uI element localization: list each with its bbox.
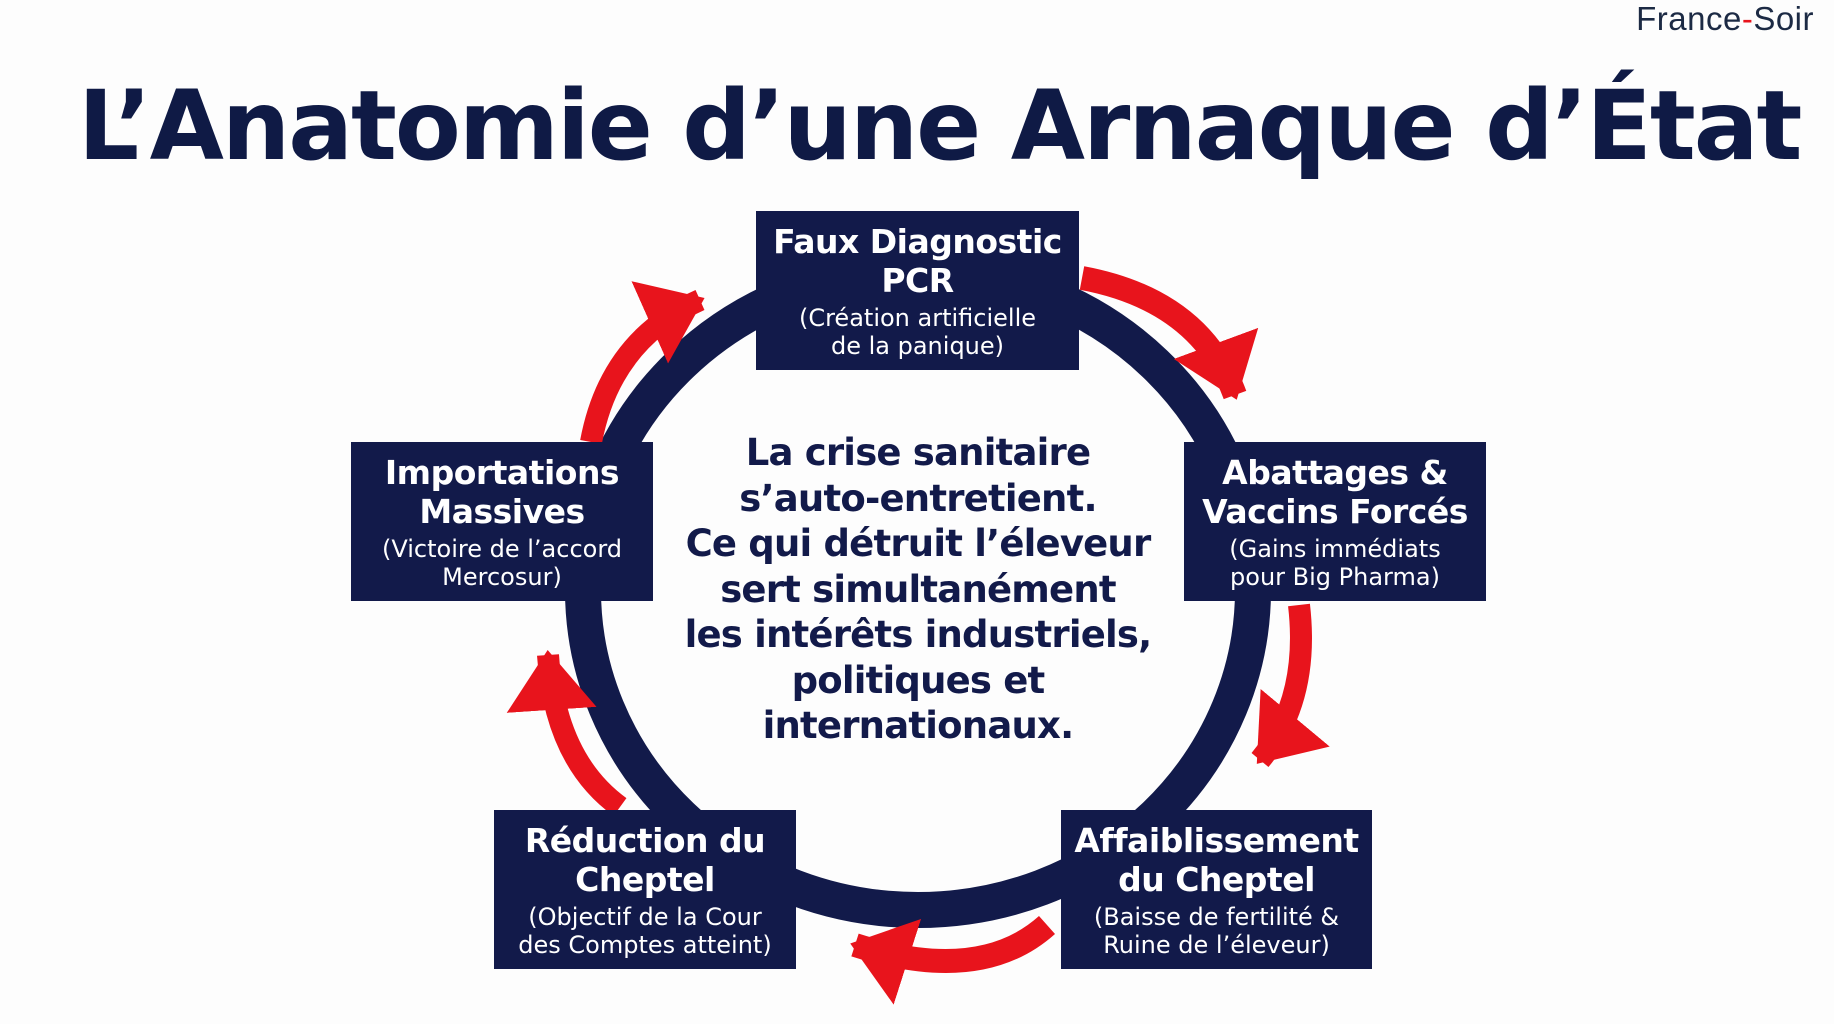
center-line: sert simultanément (720, 567, 1116, 611)
center-line: Ce qui détruit l’éleveur (685, 522, 1152, 565)
step-title: PCR (881, 260, 954, 300)
step-title: Abattages & (1222, 452, 1448, 492)
cycle-arrow-5 (580, 281, 705, 445)
step-title: Vaccins Forcés (1202, 491, 1468, 531)
brand-name-part: Soir (1753, 0, 1814, 37)
step-subtitle: des Comptes atteint) (518, 930, 772, 959)
page-title: L’Anatomie d’une Arnaque d’État (78, 70, 1802, 182)
cycle-step-abattages: Abattages &Vaccins Forcés (Gains immédia… (1184, 442, 1486, 601)
center-line: politiques et (791, 658, 1046, 702)
step-subtitle: (Victoire de l’accord (382, 534, 622, 563)
step-subtitle: (Création artificielle (798, 303, 1037, 332)
brand-name-part: France (1636, 0, 1742, 37)
france-soir-logo: France-Soir (1636, 0, 1814, 38)
step-subtitle: (Baisse de fertilité & (1093, 902, 1340, 931)
cycle-arrow-2 (1251, 603, 1330, 768)
step-title: Affaiblissement (1074, 820, 1359, 860)
center-line: les intérêts industriels, (684, 613, 1153, 656)
cycle-arrow-4 (506, 650, 627, 816)
brand-dash: - (1741, 0, 1754, 37)
step-title: Cheptel (575, 859, 715, 899)
step-title: du Cheptel (1118, 859, 1315, 899)
step-subtitle: Mercosur) (442, 562, 562, 591)
center-line: s’auto-entretient. (739, 476, 1097, 520)
step-title: Réduction du (524, 820, 766, 860)
step-title: Massives (419, 491, 585, 531)
step-subtitle: pour Big Pharma) (1230, 562, 1440, 591)
step-title: Importations (384, 452, 620, 492)
cycle-arrow-3 (850, 915, 1055, 1005)
center-line: internationaux. (762, 704, 1075, 747)
step-title: Faux Diagnostic (773, 221, 1062, 261)
step-subtitle: (Gains immédiats (1229, 534, 1441, 563)
step-subtitle: Ruine de l’éleveur) (1103, 930, 1330, 959)
step-subtitle: de la panique) (830, 331, 1005, 360)
cycle-arrow-1 (1079, 266, 1259, 400)
center-statement: La crise sanitaire s’auto-entretient. Ce… (650, 430, 1186, 749)
step-subtitle: (Objectif de la Cour (528, 902, 762, 931)
center-line: La crise sanitaire (745, 431, 1091, 474)
